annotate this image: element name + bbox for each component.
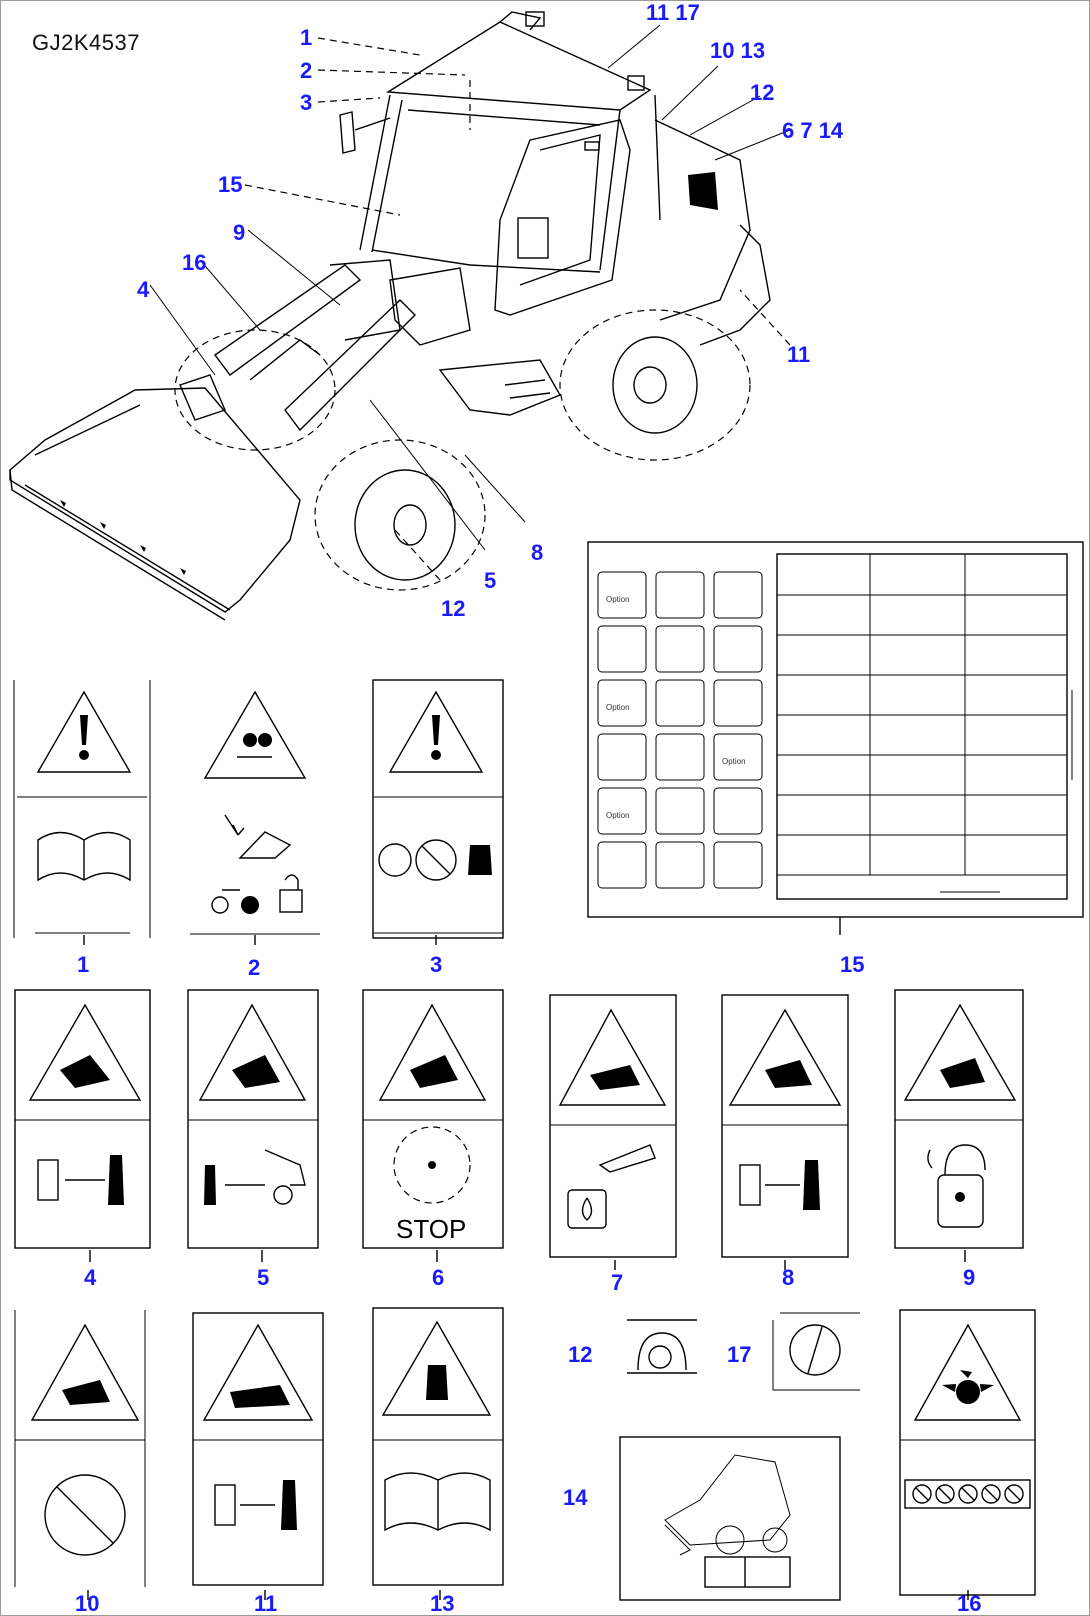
- callout-numbers: 1 2 3 15 9 16 4 11 17 10 13 12 6 7 14 11…: [137, 0, 844, 621]
- switch-cell: [597, 625, 647, 673]
- decal-10: [14, 1310, 146, 1600]
- decal-7: [549, 994, 677, 1270]
- switch-cell-label: Option: [606, 595, 630, 604]
- wheel-loader-illustration: [9, 11, 771, 621]
- label-10: 10: [75, 1591, 99, 1616]
- switch-cell: [597, 571, 647, 619]
- callout-11-lower: 11: [787, 342, 810, 367]
- callout-8: 8: [531, 540, 543, 565]
- decal-11: [192, 1312, 324, 1600]
- switch-cell: [655, 625, 705, 673]
- callout-10-13: 10 13: [710, 38, 765, 63]
- decal-5: [187, 989, 319, 1262]
- label-17: 17: [727, 1342, 751, 1367]
- switch-cell: [655, 733, 705, 781]
- label-15: 15: [840, 952, 864, 977]
- switch-cell: [597, 841, 647, 889]
- decal-14: [619, 1436, 841, 1601]
- prohibition-symbols: [912, 1484, 1024, 1504]
- leader-lines: [149, 24, 791, 581]
- decal-8: [721, 994, 849, 1270]
- diagram-code: GJ2K4537: [32, 30, 140, 55]
- callout-15: 15: [218, 172, 242, 197]
- switch-cell: [655, 841, 705, 889]
- callout-5: 5: [484, 568, 496, 593]
- switch-cell: [655, 571, 705, 619]
- label-9: 9: [963, 1265, 975, 1290]
- switch-cell: [713, 841, 763, 889]
- decal-15-table: [777, 554, 1067, 893]
- callout-3: 3: [300, 90, 312, 115]
- label-16: 16: [957, 1591, 981, 1616]
- label-3: 3: [430, 952, 442, 977]
- callout-11-17: 11 17: [646, 0, 700, 25]
- switch-cell-label: Option: [606, 811, 630, 820]
- switch-cell: [655, 787, 705, 835]
- switch-cell: [713, 733, 763, 781]
- decal-6: STOP: [362, 989, 504, 1262]
- switch-cell: [713, 679, 763, 727]
- switch-cell: [597, 787, 647, 835]
- callout-9: 9: [233, 220, 245, 245]
- switch-cell: [713, 625, 763, 673]
- label-5: 5: [257, 1265, 269, 1290]
- callout-12-top: 12: [750, 80, 774, 105]
- decal-9: [894, 989, 1024, 1262]
- switch-cell-label: Option: [722, 757, 746, 766]
- label-6: 6: [432, 1265, 444, 1290]
- decal-12: [627, 1319, 697, 1374]
- label-12: 12: [568, 1342, 592, 1367]
- callout-4: 4: [137, 277, 150, 302]
- switch-cell: [597, 733, 647, 781]
- callout-2: 2: [300, 58, 312, 83]
- stop-text: STOP: [396, 1214, 466, 1244]
- decal-2: [190, 690, 320, 945]
- callout-1: 1: [300, 25, 312, 50]
- switch-cell: [713, 571, 763, 619]
- label-1: 1: [77, 952, 89, 977]
- decal-3: [372, 679, 504, 945]
- decal-17: [772, 1312, 860, 1391]
- switch-cell: [655, 679, 705, 727]
- decal-number-labels: 1 2 3 15 4 5 6 7 8 9 10 11 13 12 17 14 1…: [75, 952, 981, 1616]
- label-7: 7: [611, 1270, 623, 1295]
- switch-cell-label: Option: [606, 703, 630, 712]
- switch-cell: [597, 679, 647, 727]
- label-4: 4: [84, 1265, 97, 1290]
- label-14: 14: [563, 1485, 588, 1510]
- callout-12-bottom: 12: [441, 596, 465, 621]
- decal-16: [899, 1309, 1036, 1600]
- label-11: 11: [254, 1591, 277, 1616]
- callout-16: 16: [182, 250, 206, 275]
- decal-4: [14, 989, 151, 1262]
- callout-6-7-14: 6 7 14: [782, 118, 844, 143]
- decal-13: [372, 1307, 504, 1600]
- label-13: 13: [430, 1591, 454, 1616]
- label-8: 8: [782, 1265, 794, 1290]
- switch-cell: [713, 787, 763, 835]
- decal-1: [13, 680, 151, 945]
- label-2: 2: [248, 955, 260, 980]
